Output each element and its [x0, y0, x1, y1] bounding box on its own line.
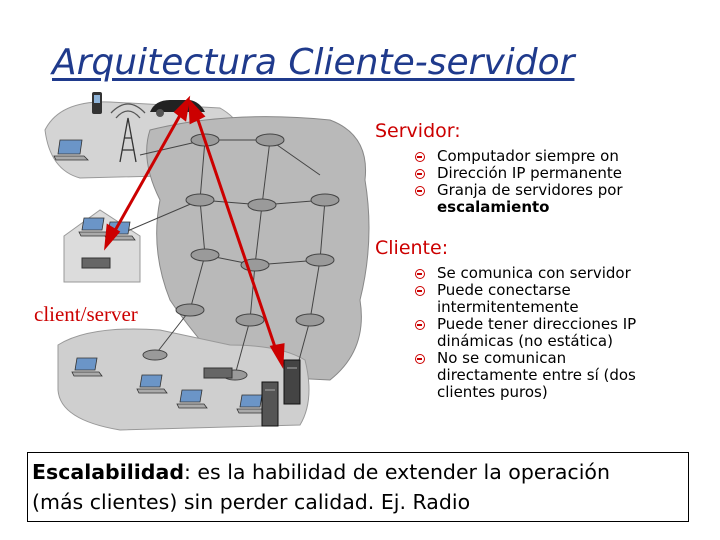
cell-tower-icon	[110, 103, 146, 163]
server-heading: Servidor:	[375, 120, 461, 142]
laptop-icon	[53, 139, 268, 414]
note-line1: : es la habilidad de extender la operaci…	[184, 460, 610, 484]
bullet-icon	[415, 169, 425, 179]
bullet-icon	[415, 269, 425, 279]
router-icon	[203, 367, 233, 379]
client-heading: Cliente:	[375, 237, 449, 259]
scalability-note: Escalabilidad: es la habilidad de extend…	[27, 452, 689, 522]
note-line2: (más clientes) sin perder calidad. Ej. R…	[32, 490, 471, 514]
client-item-4-cont2: clientes puros)	[437, 383, 548, 401]
router-icon	[81, 257, 111, 269]
phone-icon	[92, 92, 102, 114]
list-item: Se comunica con servidor	[415, 265, 715, 282]
server-item-3-cont: escalamiento	[437, 198, 550, 216]
note-bold: Escalabilidad	[32, 460, 184, 484]
server-icon	[261, 359, 301, 427]
bullet-icon	[415, 320, 425, 330]
client-item-4: No se comunican	[437, 349, 567, 367]
client-item-2: Puede conectarse	[437, 281, 571, 299]
client-server-label: client/server	[34, 302, 138, 326]
bullet-icon	[415, 354, 425, 364]
client-item-3-cont: dinámicas (no estática)	[437, 332, 613, 350]
client-item-3: Puede tener direcciones IP	[437, 315, 637, 333]
client-list: Se comunica con servidor Puede conectars…	[415, 265, 715, 401]
bullet-icon	[415, 152, 425, 162]
router-icon	[142, 133, 340, 381]
client-item-2-cont: intermitentemente	[437, 298, 579, 316]
page-title: Arquitectura Cliente-servidor	[52, 42, 575, 83]
bullet-icon	[415, 186, 425, 196]
server-list: Computador siempre on Dirección IP perma…	[415, 148, 715, 216]
list-item: Computador siempre on	[415, 148, 715, 165]
note-text: Escalabilidad: es la habilidad de extend…	[32, 457, 682, 517]
client-item-1: Se comunica con servidor	[437, 264, 631, 282]
bullet-icon	[415, 286, 425, 296]
server-item-1: Computador siempre on	[437, 147, 619, 165]
server-item-3: Granja de servidores por	[437, 181, 623, 199]
client-item-4-cont: directamente entre sí (dos	[437, 366, 636, 384]
list-item: Dirección IP permanente	[415, 165, 715, 182]
server-item-2: Dirección IP permanente	[437, 164, 622, 182]
